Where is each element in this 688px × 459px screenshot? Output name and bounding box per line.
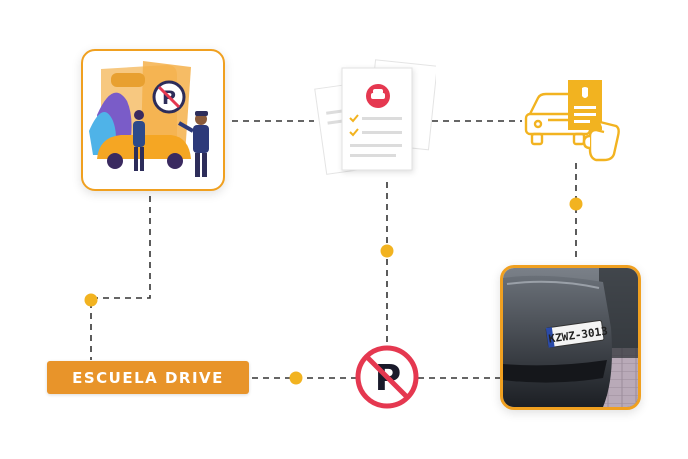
car-permit-hand-icon [524,80,620,162]
connector-dot [84,293,98,307]
connector-dot [380,244,394,258]
brand-label: ESCUELA DRIVE [47,361,249,394]
traffic-officer-card: P [81,49,225,191]
no-parking-sign-icon: P [355,345,419,409]
connector-line [90,196,151,360]
connector-dot [289,371,303,385]
license-plate-photo-card: KZWZ-3013 [500,265,641,410]
license-plate-photo: KZWZ-3013 [503,268,638,407]
traffic-officer-illustration-icon: P [89,61,209,177]
connector-dot [569,197,583,211]
car-documents-icon [314,59,436,175]
